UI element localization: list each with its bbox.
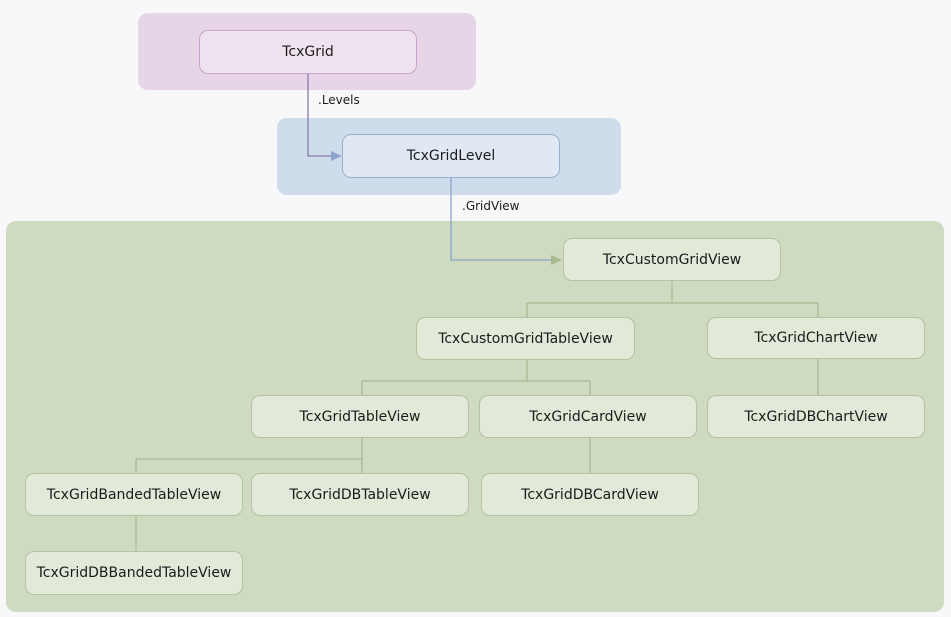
tcxgriddbtableview-node: TcxGridDBTableView xyxy=(251,473,469,516)
levels-connector xyxy=(307,74,332,157)
tcxgriddbbandedtableview-node: TcxGridDBBandedTableView xyxy=(25,551,243,595)
tcxgriddbchartview-node: TcxGridDBChartView xyxy=(707,395,925,438)
gridview-connector xyxy=(450,178,552,261)
tcxgriddbcardview-node: TcxGridDBCardView xyxy=(481,473,699,516)
tcxgridbandedtableview-node: TcxGridBandedTableView xyxy=(25,473,243,516)
tcxgridtableview-node: TcxGridTableView xyxy=(251,395,469,438)
levels-arrowhead xyxy=(331,151,342,161)
gridview-arrowhead xyxy=(551,255,562,265)
tcxgridcardview-node: TcxGridCardView xyxy=(479,395,697,438)
tcxcustomgridtableview-node: TcxCustomGridTableView xyxy=(416,317,635,360)
tcxgridchartview-node: TcxGridChartView xyxy=(707,317,925,359)
tcxgrid-node: TcxGrid xyxy=(199,30,417,74)
tcxgridlevel-node: TcxGridLevel xyxy=(342,134,560,178)
levels-property-label: .Levels xyxy=(318,93,360,107)
tcxcustomgridview-node: TcxCustomGridView xyxy=(563,238,781,281)
gridview-property-label: .GridView xyxy=(462,199,520,213)
